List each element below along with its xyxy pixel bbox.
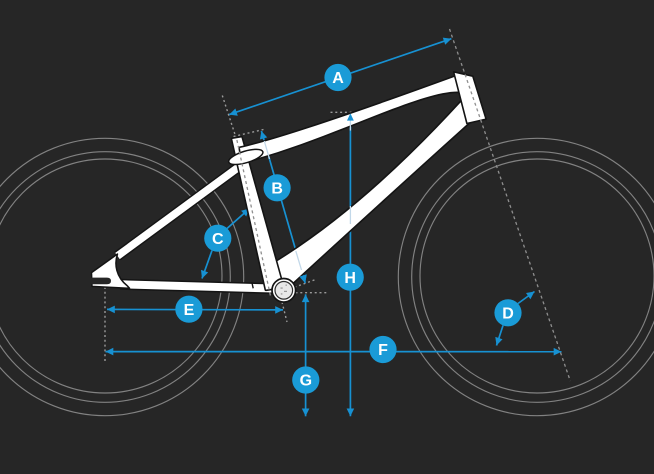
svg-text:G: G	[300, 373, 312, 390]
svg-text:B: B	[271, 180, 283, 197]
svg-text:C: C	[212, 231, 224, 248]
svg-text:D: D	[502, 305, 514, 322]
svg-text:E: E	[184, 302, 195, 319]
svg-text:A: A	[332, 70, 344, 87]
svg-text:F: F	[378, 342, 388, 359]
svg-text:H: H	[344, 270, 356, 287]
